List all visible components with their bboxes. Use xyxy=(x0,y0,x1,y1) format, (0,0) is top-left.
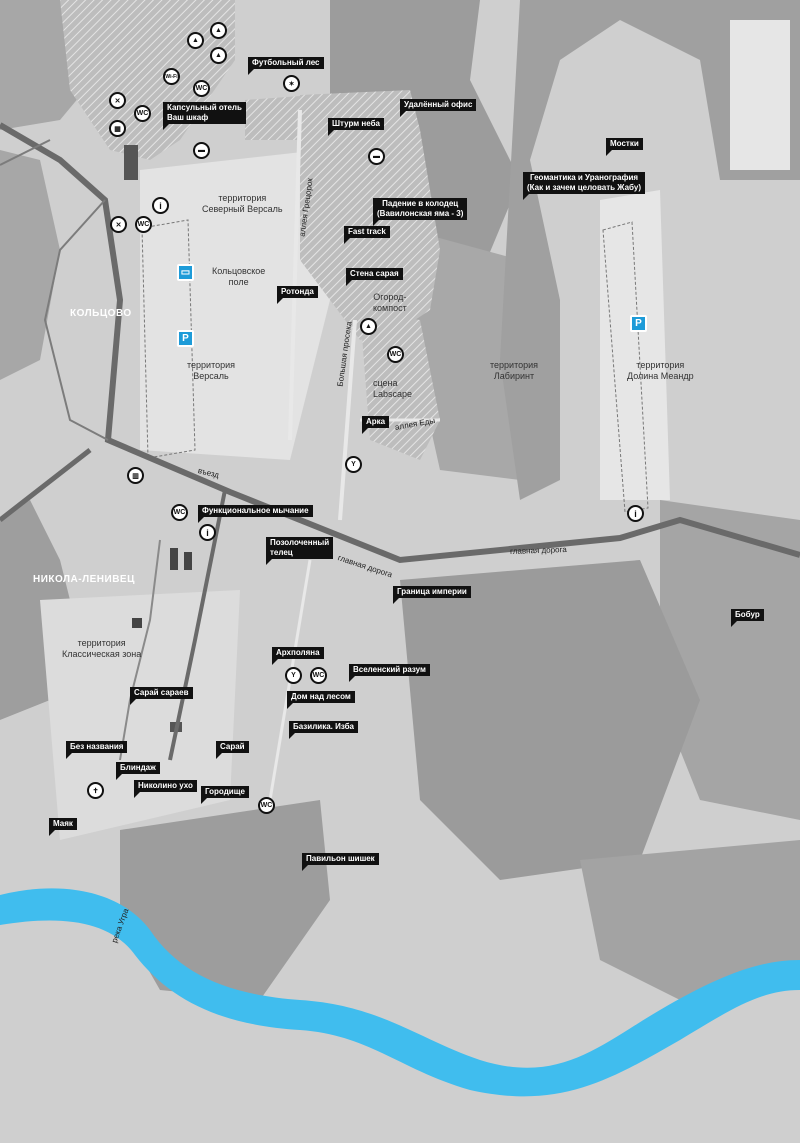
label-granitsa-imperii[interactable]: Граница империи xyxy=(393,586,471,604)
label-fast-track[interactable]: Fast track xyxy=(344,226,390,244)
bus-stop-icon[interactable]: ▭ xyxy=(177,264,194,281)
building-hotel xyxy=(124,145,138,180)
info-icon[interactable]: i xyxy=(152,197,169,214)
field-meander xyxy=(600,190,670,500)
camping-icon[interactable]: ▲ xyxy=(187,32,204,49)
label-rotonda[interactable]: Ротонда xyxy=(277,286,318,304)
river-ugra xyxy=(0,888,800,1097)
info-icon[interactable]: i xyxy=(627,505,644,522)
label-futbolny-les[interactable]: Футбольный лес xyxy=(248,57,324,75)
wc-icon[interactable]: WC xyxy=(171,504,188,521)
label-bazilika-izba[interactable]: Базилика. Изба xyxy=(289,721,359,739)
building-nikola-3 xyxy=(132,618,142,628)
info-icon[interactable]: i xyxy=(199,524,216,541)
versal-boundary xyxy=(141,219,196,459)
bar-icon[interactable]: Y xyxy=(285,667,302,684)
coffee-icon[interactable]: ▬ xyxy=(193,142,210,159)
label-pavilon-shishek[interactable]: Павильон шишек xyxy=(302,853,379,871)
label-padenie-v-kolodets[interactable]: Падение в колодец (Вавилонская яма - 3) xyxy=(373,198,468,226)
label-saray-saraev[interactable]: Сарай сараев xyxy=(130,687,193,705)
camping-icon[interactable]: ▲ xyxy=(360,318,377,335)
camping-icon[interactable]: ▲ xyxy=(210,22,227,39)
label-arhpolyana[interactable]: Архполяна xyxy=(272,647,324,665)
forest-ne xyxy=(500,0,800,500)
label-funktsionalnoe-mychanie[interactable]: Функциональное мычание xyxy=(198,505,313,523)
field-classic xyxy=(40,590,240,840)
forest-south-center xyxy=(400,560,700,880)
trash-icon[interactable]: ▥ xyxy=(127,467,144,484)
coffee-icon[interactable]: ▬ xyxy=(368,148,385,165)
label-arka[interactable]: Арка xyxy=(362,416,390,434)
road-classic xyxy=(119,539,161,761)
wc-icon[interactable]: WC xyxy=(258,797,275,814)
label-stena-saraya[interactable]: Стена сарая xyxy=(346,268,403,286)
label-mostki[interactable]: Мостки xyxy=(606,138,643,156)
label-bobur[interactable]: Бобур xyxy=(731,609,764,627)
building-nikola-2 xyxy=(184,552,192,570)
place-nikola-lenivets: НИКОЛА-ЛЕНИВЕЦ xyxy=(33,574,135,585)
land-south xyxy=(0,1110,800,1143)
area-labscape: сцена Labscape xyxy=(373,378,413,399)
label-shturm-neba[interactable]: Штурм неба xyxy=(328,118,384,136)
hatched-small xyxy=(245,96,300,140)
label-pozolochenny-telets[interactable]: Позолоченный телец xyxy=(266,537,334,565)
path-grecorok xyxy=(288,109,302,441)
camping-icon[interactable]: ▲ xyxy=(210,47,227,64)
area-severny-versal: территория Северный Версаль xyxy=(202,193,283,214)
area-ogorod-kompost: Огород- компост xyxy=(373,292,407,313)
label-saray[interactable]: Сарай xyxy=(216,741,249,759)
wc-icon[interactable]: WC xyxy=(134,105,151,122)
road-koltsovo xyxy=(43,199,109,441)
hatched-center xyxy=(300,90,440,340)
church-icon[interactable]: ✝ xyxy=(87,782,104,799)
food-icon[interactable]: ✕ xyxy=(109,92,126,109)
building-nikola-1 xyxy=(170,548,178,570)
area-dolina-meandr: территория Долина Меандр xyxy=(627,360,694,381)
bar-icon[interactable]: Y xyxy=(345,456,362,473)
kids-icon[interactable]: ✶ xyxy=(283,75,300,92)
food-icon[interactable]: ✕ xyxy=(110,216,127,233)
label-nikolino-uho[interactable]: Николино ухо xyxy=(134,780,197,798)
label-udalenny-ofis[interactable]: Удалённый офис xyxy=(400,99,477,117)
label-dom-nad-lesom[interactable]: Дом над лесом xyxy=(287,691,355,709)
road-west xyxy=(0,448,92,522)
forest-south-west xyxy=(120,800,330,1000)
wifi-icon[interactable]: Wi-Fi xyxy=(163,68,180,85)
wc-icon[interactable]: WC xyxy=(387,346,404,363)
parking-icon[interactable]: P xyxy=(177,330,194,347)
field-versal xyxy=(140,150,330,460)
road-main xyxy=(0,122,800,564)
label-kapsulny-otel[interactable]: Капсульный отель Ваш шкаф xyxy=(163,102,246,130)
area-versal: территория Версаль xyxy=(187,360,235,381)
label-mayak[interactable]: Маяк xyxy=(49,818,77,836)
path-prosek xyxy=(338,319,357,521)
place-koltsovo: КОЛЬЦОВО xyxy=(70,308,132,319)
label-blindazh[interactable]: Блиндаж xyxy=(116,762,160,780)
forest-east xyxy=(660,500,800,820)
wc-icon[interactable]: WC xyxy=(310,667,327,684)
label-bez-nazvaniya[interactable]: Без названия xyxy=(66,741,128,759)
parking-icon[interactable]: P xyxy=(630,315,647,332)
wc-icon[interactable]: WC xyxy=(193,80,210,97)
wc-icon[interactable]: WC xyxy=(135,216,152,233)
forest-se xyxy=(580,840,800,1010)
area-koltsovskoe-pole: Кольцовское поле xyxy=(212,266,266,287)
road-nikola xyxy=(168,489,227,761)
road-nw xyxy=(0,139,51,166)
meander-boundary xyxy=(602,221,649,513)
area-labirint: территория Лабиринт xyxy=(490,360,538,381)
area-klassicheskaya-zona: территория Классическая зона xyxy=(62,638,142,659)
shower-icon[interactable]: ▦ xyxy=(109,120,126,137)
label-geomantika[interactable]: Геомантика и Уранография (Как и зачем це… xyxy=(523,172,645,200)
field-ne xyxy=(730,20,790,170)
label-vselensky-razum[interactable]: Вселенский разум xyxy=(349,664,430,682)
label-gorodishche[interactable]: Городище xyxy=(201,786,249,804)
